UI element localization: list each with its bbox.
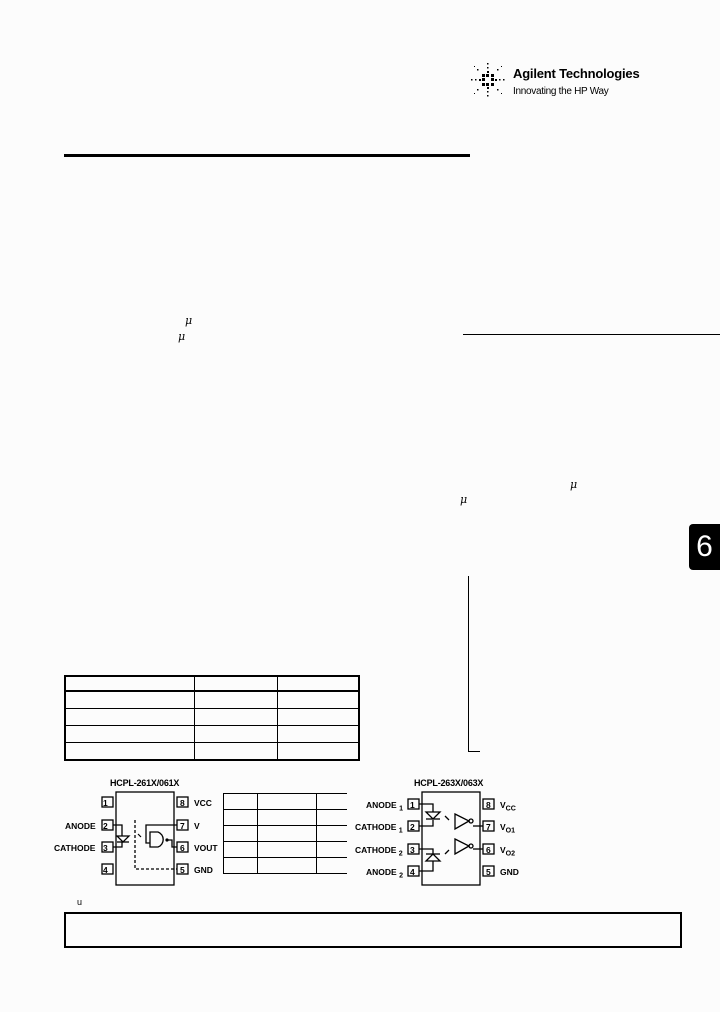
table-cell [257,825,317,842]
pin-5: 5 [486,867,491,877]
pin-label-gnd: GND [194,865,213,875]
table-cell [277,725,360,743]
selection-table [64,675,360,761]
table-cell [277,708,360,726]
brand-tagline: Innovating the HP Way [513,86,609,97]
title-rule [64,154,470,157]
table-cell [223,857,258,874]
pin-label-cathode-1: CATHODE 1 [355,822,403,835]
pin-8: 8 [486,800,491,810]
table-cell [223,809,258,826]
pin-label-gnd: GND [500,867,519,877]
table-cell [277,742,360,761]
table-cell [223,825,258,842]
table-cell [316,841,347,858]
pin-label-cathode-2: CATHODE 2 [355,845,403,858]
agilent-spark-icon [471,63,505,97]
pin-7: 7 [180,821,185,831]
table-cell [194,690,278,709]
bracket-foot [468,751,480,752]
pin-2: 2 [410,822,415,832]
table-cell [316,793,347,810]
table-cell [64,708,195,726]
pin-6: 6 [486,845,491,855]
footnote-mark: u [77,897,83,907]
pin-7: 7 [486,822,491,832]
table-row [223,825,347,842]
pin-1: 1 [103,798,108,808]
pinout-diagram-single [101,791,189,886]
table-cell [194,675,278,692]
pin-4: 4 [103,865,108,875]
pin-5: 5 [180,865,185,875]
table-row [223,841,347,858]
mu-symbol: μ [178,330,186,343]
bracket-line [468,576,469,752]
pin-label-v: V [194,821,200,831]
table-cell [277,675,360,692]
pin-label-cathode: CATHODE [54,843,96,853]
pin-4: 4 [410,867,415,877]
table-cell [64,742,195,761]
caution-box [64,912,682,948]
table-cell [257,857,317,874]
pin-1: 1 [410,800,415,810]
table-row [64,708,360,726]
table-cell [223,793,258,810]
section-rule [463,334,720,335]
mu-symbol: μ [570,478,578,491]
pin-label-anode-1: ANODE 1 [366,800,404,813]
table-cell [316,857,347,874]
pin-3: 3 [410,845,415,855]
table-cell [257,793,317,810]
pin-label-anode-2: ANODE 2 [366,867,404,880]
diagram-left-title: HCPL-261X/061X [110,778,180,788]
table-row [223,857,347,874]
section-tab[interactable]: 6 [689,524,720,570]
table-cell [194,742,278,761]
table-cell [194,725,278,743]
table-cell [64,725,195,743]
table-cell [194,708,278,726]
table-cell [316,825,347,842]
table-cell [316,809,347,826]
pin-label-anode: ANODE [65,821,96,831]
mu-symbol: μ [185,314,193,327]
table-cell [277,690,360,709]
table-cell [223,841,258,858]
diagram-right-title: HCPL-263X/063X [414,778,484,788]
pin-8: 8 [180,798,185,808]
pin-label-vcc: VCC [194,798,212,808]
table-cell [257,809,317,826]
table-row [223,793,347,810]
pin-3: 3 [103,843,108,853]
pinout-diagram-dual [407,791,495,886]
table-row [64,725,360,743]
table-row [64,742,360,761]
pin-label-vout: VOUT [194,843,218,853]
pin-label-vcc: VCC [500,800,516,813]
table-row [223,809,347,826]
table-row [64,690,360,709]
truth-table [223,793,347,874]
pin-label-vo1: VO1 [500,822,516,835]
pin-label-vo2: VO2 [500,845,516,858]
table-cell [64,690,195,709]
table-cell [257,841,317,858]
pin-2: 2 [103,821,108,831]
mu-symbol: μ [460,493,468,506]
table-cell [64,675,195,692]
brand-name: Agilent Technologies [513,66,640,81]
pin-6: 6 [180,843,185,853]
